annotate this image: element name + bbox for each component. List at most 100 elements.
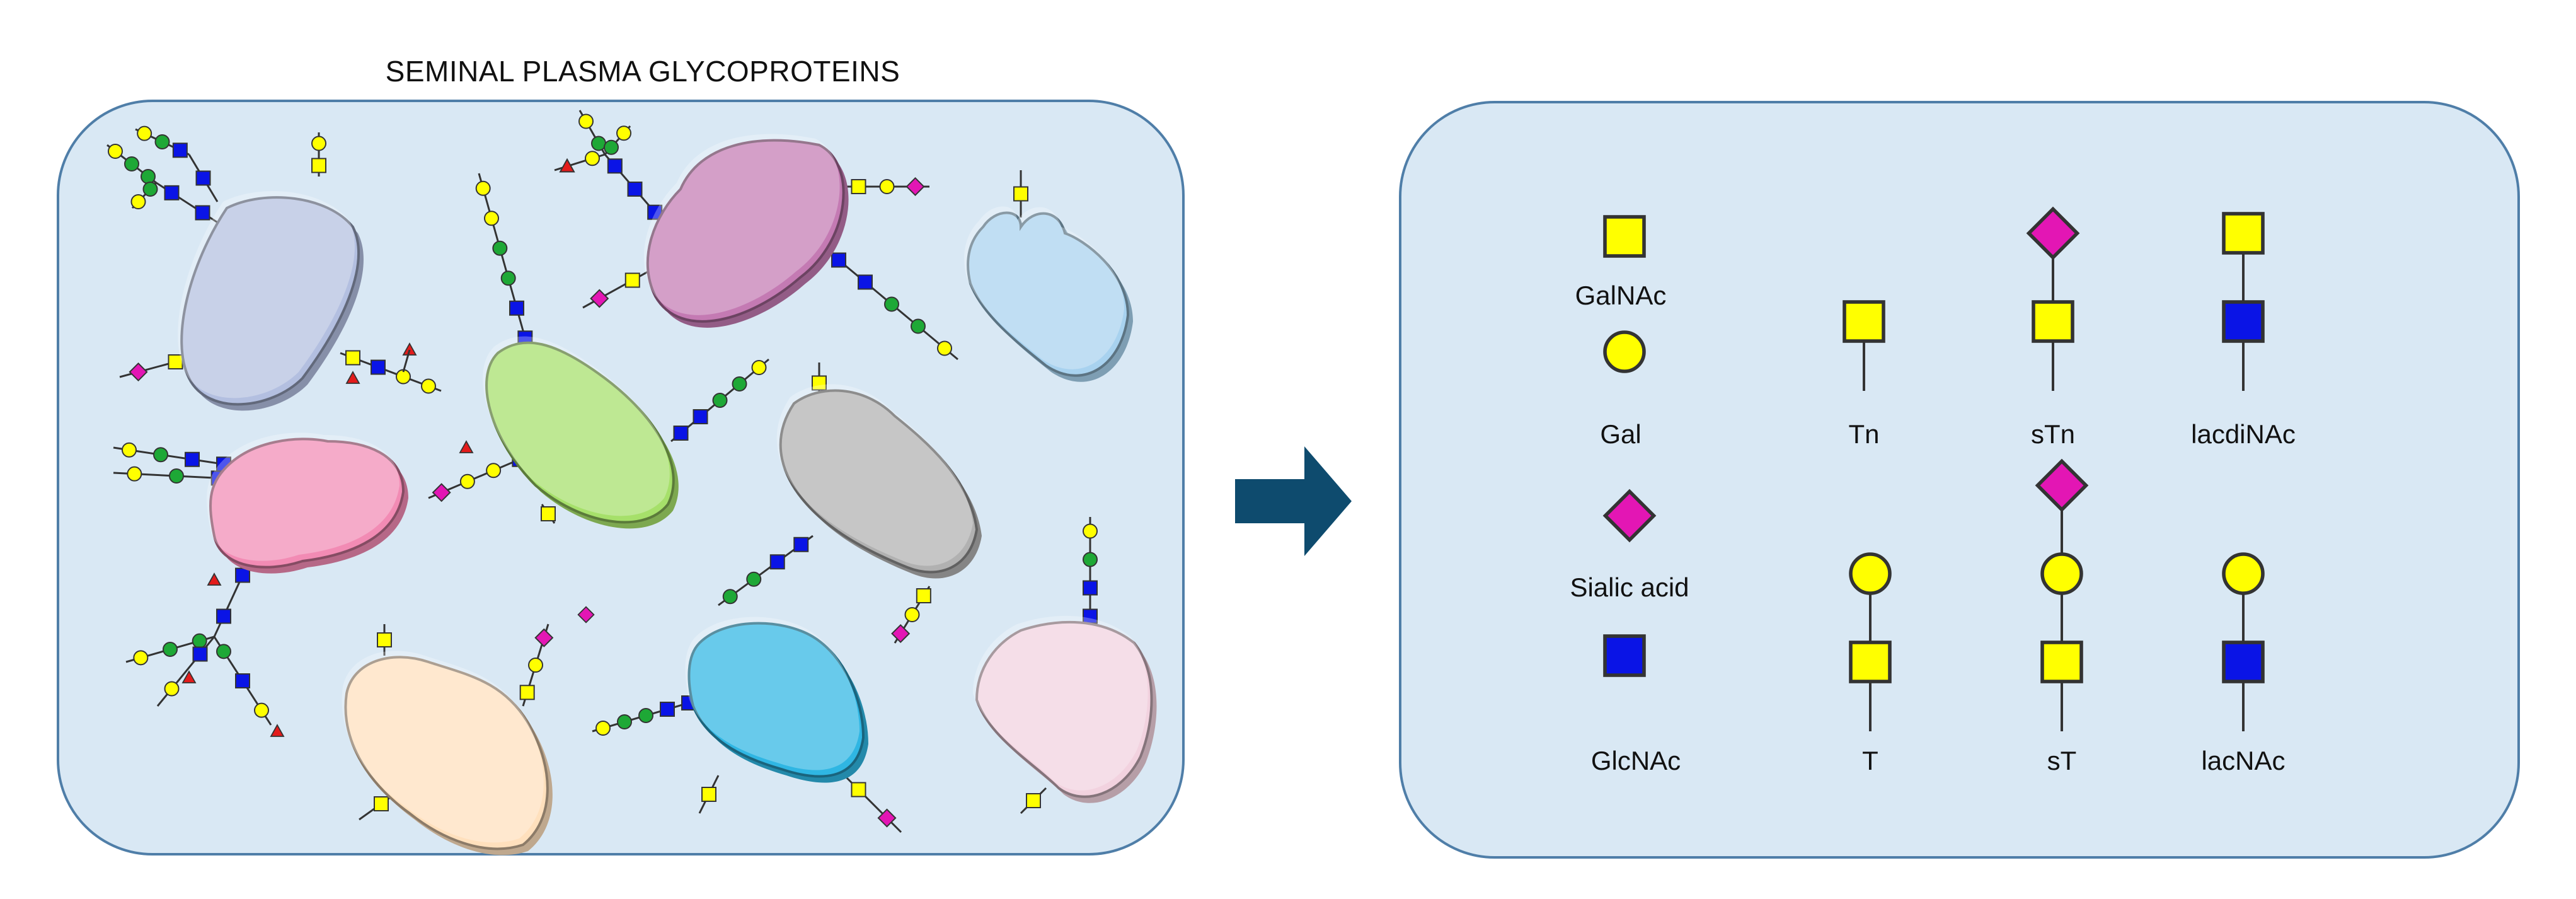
protein-green (483, 336, 679, 529)
glycan-sialic (534, 628, 554, 647)
protein-highlight (207, 432, 400, 561)
protein-blobs (178, 134, 1157, 856)
glycan-glcnac (195, 170, 211, 186)
glycan-gal (254, 702, 269, 718)
fuc-symbol (270, 724, 285, 737)
protein-highlight (964, 206, 1124, 369)
glycan-galnac (916, 588, 931, 603)
glycan-glcnac (793, 536, 809, 552)
protein-body (646, 139, 845, 323)
glycan-glcnac (673, 426, 689, 441)
glycan-glcnac (192, 646, 208, 662)
glycan-glc (169, 468, 184, 484)
lacdinac-glcnac-symbol (2222, 300, 2265, 343)
glycan-sialic (590, 289, 609, 308)
label-galnac: GalNAc (1575, 281, 1667, 310)
glycan-glcnac (1083, 580, 1098, 596)
protein-highlight (342, 651, 544, 843)
fuc-symbol (459, 440, 474, 453)
glycan-sialic (906, 177, 925, 197)
glycan-glcnac (235, 673, 250, 688)
glycan-glc (732, 376, 747, 392)
glycan-glc (124, 156, 139, 171)
glycan-glcnac (172, 142, 188, 158)
stn-sialic-symbol (2026, 206, 2080, 260)
glycan-glcnac (185, 451, 200, 467)
glycan-galnac (1013, 186, 1028, 202)
protein-body (967, 211, 1130, 377)
glycan-glc (638, 708, 653, 723)
glycan-gal (595, 721, 611, 736)
glycan-glc (216, 644, 231, 659)
glycan-sialic (877, 808, 897, 828)
glycan-glc (492, 240, 508, 256)
legend-symbols (1602, 206, 2265, 731)
stn-galnac-symbol (2032, 300, 2074, 343)
t-gal-symbol (1849, 552, 1892, 595)
st-sialic-symbol (2035, 458, 2089, 513)
glycan-gal (108, 144, 123, 159)
glycan-galnac (519, 685, 535, 700)
protein-cyan (685, 617, 868, 783)
protein-body (975, 620, 1153, 798)
st-gal-symbol (2040, 552, 2083, 595)
fuc-symbol (345, 371, 360, 384)
glycan-gal (1083, 523, 1098, 539)
glycan-glcnac (660, 702, 675, 717)
glycan-glcnac (831, 252, 846, 268)
glycan-linkage (478, 173, 531, 354)
glycan-glc (746, 571, 762, 587)
glycan-glc (591, 136, 606, 151)
glycan-galnac (345, 350, 360, 366)
protein-magenta (643, 134, 849, 328)
glycan-galnac (701, 787, 716, 802)
glycan-glc (884, 296, 899, 312)
glycan-gal (937, 340, 952, 356)
glycan-glcnac (235, 567, 250, 583)
glycan-galnac (1026, 793, 1041, 808)
protein-highlight (685, 617, 860, 770)
glycan-glcnac (607, 158, 623, 174)
glycan-legend-panel (1399, 101, 2520, 859)
glycan-galnac (851, 179, 866, 194)
glycan-gal (421, 378, 436, 394)
glycan-galnac (311, 158, 326, 173)
glycan-galnac (624, 272, 640, 288)
glycan-gal (475, 180, 491, 196)
glycan-galnac (851, 782, 866, 798)
label-gal: Gal (1600, 419, 1642, 449)
glycan-gal (616, 125, 631, 141)
glycan-glc (153, 447, 168, 463)
protein-light-blue (964, 206, 1133, 382)
glycan-gal (879, 179, 895, 194)
glycan-glc (604, 139, 619, 155)
glycan-fuc (559, 158, 575, 173)
protein-highlight (776, 384, 973, 566)
glycan-gal (127, 466, 142, 482)
glycan-glc (192, 633, 207, 649)
label-lacdinac: lacdiNAc (2191, 419, 2296, 449)
protein-body (687, 622, 865, 778)
protein-body (779, 389, 979, 574)
glycan-glc (163, 642, 178, 657)
fuc-symbol (181, 670, 197, 683)
sialic-symbol (577, 606, 595, 624)
glycan-glcnac (164, 185, 180, 200)
protein-peach (342, 651, 553, 856)
protein-body (344, 656, 549, 850)
gal-legend-symbol (1603, 330, 1646, 373)
protein-highlight (973, 615, 1148, 791)
glycan-gal (137, 125, 152, 141)
lacnac-glcnac-symbol (2222, 641, 2265, 683)
glycan-gal (486, 463, 502, 478)
protein-pale-pink (973, 615, 1157, 803)
glycan-galnac (812, 375, 827, 391)
glycan-gal (578, 113, 594, 129)
glycan-gal (904, 607, 920, 622)
glycan-gal (130, 194, 146, 209)
glycan-glc (712, 393, 728, 408)
glycan-galnac (377, 632, 392, 647)
lacdinac-galnac-symbol (2222, 212, 2265, 255)
label-st: sT (2047, 746, 2077, 775)
